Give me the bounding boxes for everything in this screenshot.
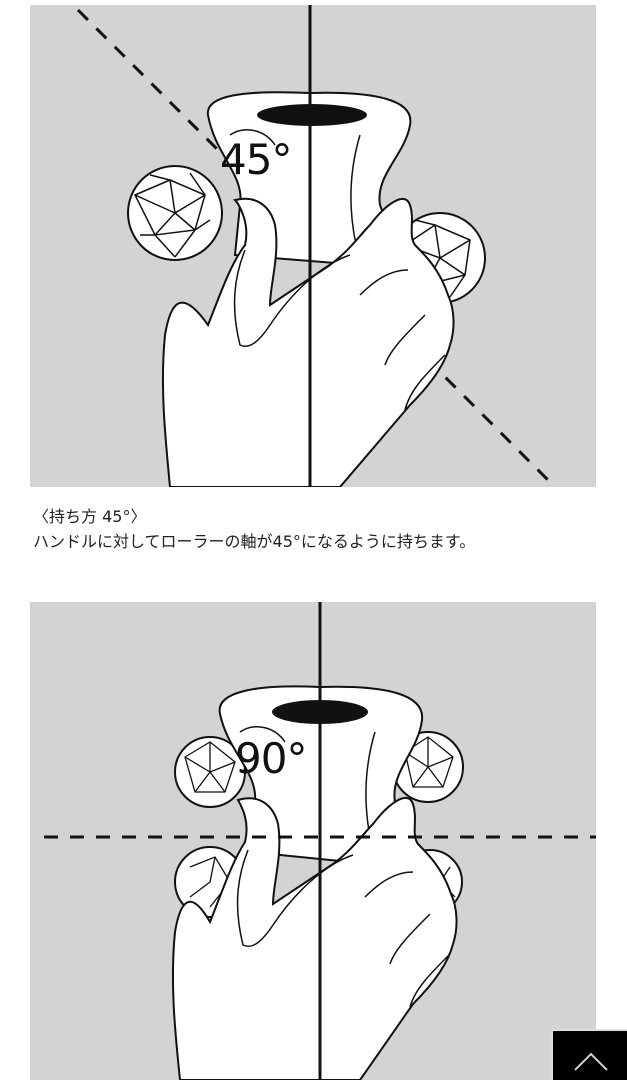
back-to-top-button[interactable] (551, 1029, 627, 1080)
illustration-hold-45: 45° (30, 5, 596, 487)
angle-label-45: 45° (220, 135, 292, 184)
angle-label-90: 90° (235, 734, 307, 783)
caption-description: ハンドルに対してローラーの軸が45°になるように持ちます。 (33, 532, 476, 551)
caption-block: 〈持ち方 45°〉 ハンドルに対してローラーの軸が45°になるように持ちます。 (33, 505, 613, 555)
chevron-up-icon (574, 1052, 608, 1071)
roller-ball-top-left (174, 736, 246, 808)
hand-holding-roller-45-drawing (76, 5, 557, 487)
roller-ball-left (127, 165, 223, 261)
illustration-hold-90: 90° (30, 602, 596, 1080)
hand-holding-roller-90-drawing (44, 602, 596, 1080)
caption-title: 〈持ち方 45°〉 (33, 507, 147, 526)
